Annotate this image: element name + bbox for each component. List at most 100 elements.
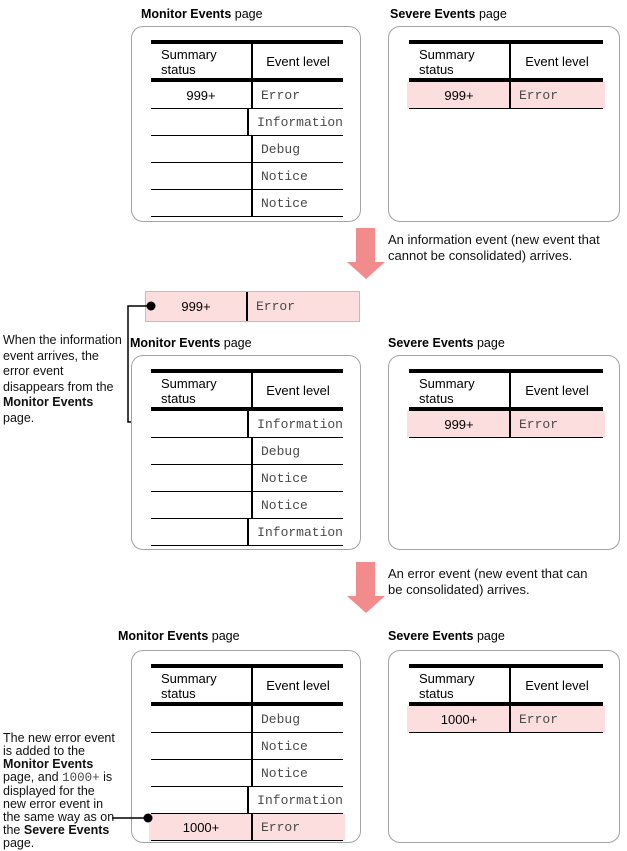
summary-status-cell bbox=[151, 163, 251, 189]
note-line: displayed for the bbox=[3, 784, 95, 798]
event-level-cell: Information bbox=[247, 109, 343, 135]
monitor-events-box-mid: Summary status Event level Information D… bbox=[131, 355, 361, 550]
event-level-cell: Information bbox=[247, 519, 343, 545]
summary-status-cell: 1000+ bbox=[182, 819, 220, 835]
caption-line: cannot be consolidated) arrives. bbox=[388, 248, 573, 263]
panel-title-severe-bottom: Severe Events page bbox=[388, 629, 505, 643]
down-arrow-head-icon bbox=[346, 596, 385, 613]
table-row-highlighted: 999+ Error bbox=[409, 82, 603, 109]
summary-status-cell bbox=[151, 109, 247, 135]
severe-events-table-top: Summary status Event level 999+ Error bbox=[409, 40, 603, 109]
summary-status-cell: 999+ bbox=[444, 87, 474, 103]
panel-title-monitor-top: Monitor Events page bbox=[141, 7, 263, 21]
summary-status-cell bbox=[151, 787, 247, 813]
panel-title-monitor-bottom: Monitor Events page bbox=[118, 629, 240, 643]
panel-title-monitor-mid: Monitor Events page bbox=[130, 336, 252, 350]
monitor-events-table-top: Summary status Event level 999+ Error In… bbox=[151, 40, 343, 217]
note-line: page, and 1000+ is bbox=[3, 770, 113, 785]
event-level-cell: Debug bbox=[251, 136, 343, 162]
summary-status-cell bbox=[151, 411, 247, 437]
table-row: Information bbox=[151, 787, 343, 814]
panel-title-bold: Monitor Events bbox=[141, 7, 232, 21]
panel-title-rest: page bbox=[473, 629, 505, 643]
table-header-row: Summary status Event level bbox=[151, 373, 343, 407]
summary-status-header: Summary status bbox=[161, 671, 217, 701]
event-level-cell: Information bbox=[247, 787, 343, 813]
note-line: page. bbox=[3, 836, 35, 850]
table-header-row: Summary status Event level bbox=[409, 373, 603, 407]
table-row: Information bbox=[151, 109, 343, 136]
table-row: Debug bbox=[151, 706, 343, 733]
event-level-cell: Notice bbox=[251, 492, 343, 518]
severe-events-box-bottom: Summary status Event level 1000+ Error bbox=[388, 650, 620, 843]
note-error-added: The new error event is added to the Moni… bbox=[3, 732, 115, 850]
note-bold: Monitor Events bbox=[3, 395, 94, 409]
caption-line: An error event (new event that can bbox=[388, 566, 588, 581]
summary-status-cell bbox=[151, 438, 251, 464]
caption-line: be consolidated) arrives. bbox=[388, 582, 530, 597]
summary-status-header: Summary status bbox=[419, 376, 475, 406]
removed-error-event-row: 999+ Error bbox=[145, 291, 360, 322]
severe-events-box-mid: Summary status Event level 999+ Error bbox=[388, 355, 620, 550]
event-level-header: Event level bbox=[509, 373, 603, 407]
summary-status-cell bbox=[151, 492, 251, 518]
event-level-header: Event level bbox=[251, 668, 343, 702]
table-header-row: Summary status Event level bbox=[409, 44, 603, 78]
summary-status-cell: 999+ bbox=[181, 299, 211, 314]
summary-status-cell bbox=[151, 706, 251, 732]
panel-title-severe-mid: Severe Events page bbox=[388, 336, 505, 350]
panel-title-bold: Monitor Events bbox=[130, 336, 221, 350]
event-level-header: Event level bbox=[251, 44, 343, 78]
panel-title-rest: page bbox=[473, 336, 505, 350]
table-row-highlighted: 1000+ Error bbox=[151, 814, 343, 841]
table-rule-header bbox=[409, 702, 603, 706]
table-rule-top bbox=[151, 40, 343, 44]
severe-events-table-bottom: Summary status Event level 1000+ Error bbox=[409, 664, 603, 733]
note-line: error event bbox=[3, 364, 64, 378]
table-rule-top bbox=[409, 40, 603, 44]
connector-added-line bbox=[112, 813, 153, 823]
table-row: 999+ Error bbox=[151, 82, 343, 109]
note-bold: Severe Events bbox=[23, 823, 110, 837]
table-rule-top bbox=[151, 369, 343, 373]
event-level-cell: Error bbox=[509, 411, 603, 437]
monitor-events-box-top: Summary status Event level 999+ Error In… bbox=[131, 26, 361, 222]
table-row: Notice bbox=[151, 465, 343, 492]
event-level-cell: Error bbox=[509, 82, 603, 108]
down-arrow-icon bbox=[356, 562, 375, 597]
monitor-events-table-bottom: Summary status Event level Debug Notice … bbox=[151, 664, 343, 841]
note-line: Monitor Events bbox=[3, 395, 122, 411]
panel-title-rest: page bbox=[208, 629, 240, 643]
event-level-cell: Notice bbox=[251, 733, 343, 759]
note-line: the same way as on bbox=[3, 810, 115, 824]
summary-status-header: Summary status bbox=[419, 47, 475, 77]
table-row: Information bbox=[151, 519, 343, 546]
event-level-cell: Error bbox=[246, 292, 359, 321]
panel-title-severe-top: Severe Events page bbox=[390, 7, 507, 21]
table-rule-top bbox=[151, 664, 343, 668]
event-level-cell: Notice bbox=[251, 190, 343, 216]
note-code: 1000+ bbox=[62, 771, 100, 785]
note-line: the Severe Events bbox=[3, 823, 110, 837]
note-error-disappears: When the information event arrives, the … bbox=[3, 333, 122, 426]
event-level-header: Event level bbox=[509, 668, 603, 702]
event-level-cell: Information bbox=[247, 411, 343, 437]
table-rule-top bbox=[409, 369, 603, 373]
table-row: Notice bbox=[151, 733, 343, 760]
panel-title-bold: Monitor Events bbox=[118, 629, 209, 643]
summary-status-cell bbox=[151, 136, 251, 162]
table-rule-header bbox=[151, 78, 343, 82]
summary-status-cell bbox=[151, 760, 251, 786]
arrow-caption-information: An information event (new event that can… bbox=[388, 232, 600, 264]
event-level-cell: Notice bbox=[251, 760, 343, 786]
panel-title-bold: Severe Events bbox=[388, 629, 474, 643]
arrow-caption-error: An error event (new event that can be co… bbox=[388, 566, 587, 598]
table-row-highlighted: 1000+ Error bbox=[409, 706, 603, 733]
summary-status-cell bbox=[151, 190, 251, 216]
panel-title-bold: Severe Events bbox=[388, 336, 474, 350]
summary-status-cell: 1000+ bbox=[440, 711, 478, 727]
summary-status-cell: 999+ bbox=[444, 416, 474, 432]
summary-status-header: Summary status bbox=[161, 47, 217, 77]
table-header-row: Summary status Event level bbox=[409, 668, 603, 702]
